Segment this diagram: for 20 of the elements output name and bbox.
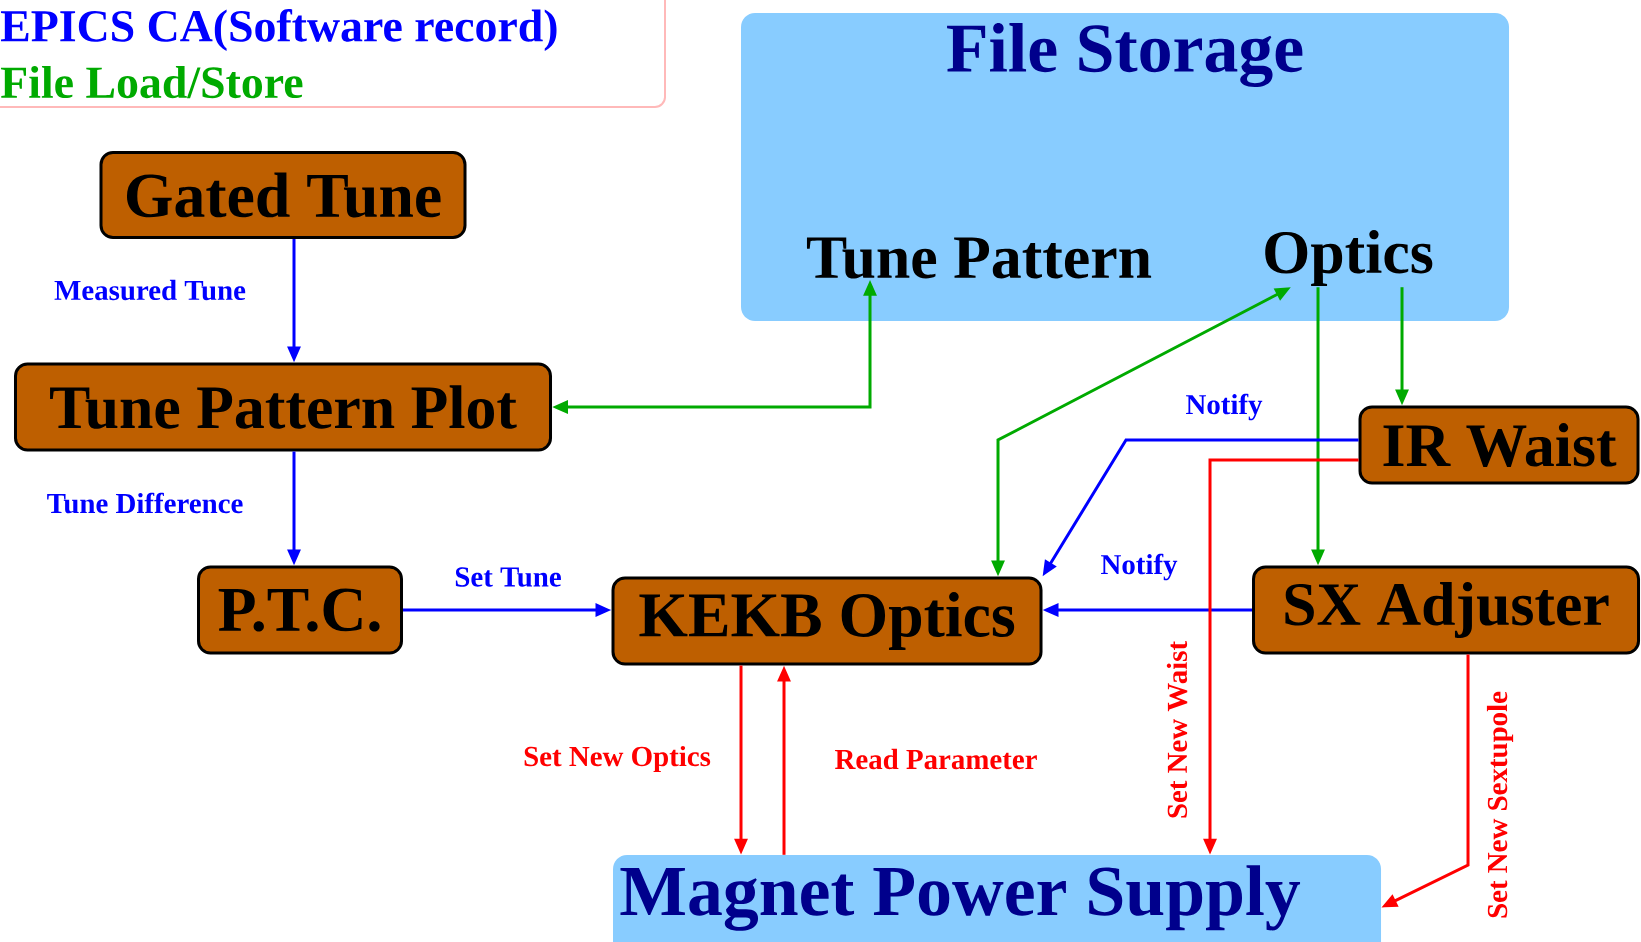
edge-label: Set New Waist xyxy=(1165,639,1189,821)
process-box: IR Waist xyxy=(1358,405,1640,485)
process-box: P.T.C. xyxy=(197,565,403,655)
edge-label: Read Parameter xyxy=(833,747,1039,771)
edge-label: Measured Tune xyxy=(53,278,247,302)
process-box: Gated Tune xyxy=(99,151,467,239)
edge-label: Notify xyxy=(1099,552,1179,582)
process-box: SX Adjuster xyxy=(1252,565,1640,655)
edge-label: Notify xyxy=(1184,392,1264,422)
process-box: KEKB Optics xyxy=(611,576,1043,666)
edge-label: Set New Sextupole xyxy=(1485,690,1515,920)
legend-entry: File Load/Store xyxy=(1,65,303,99)
panel-label: Optics xyxy=(1265,230,1433,286)
edge-label: Tune Difference xyxy=(45,491,245,515)
edge-label: Set New Optics xyxy=(522,744,712,774)
panel-label: Tune Pattern xyxy=(806,237,1152,279)
edge-label: Set Tune xyxy=(453,566,563,588)
panel: Magnet Power Supply xyxy=(613,855,1381,942)
legend-entry: EPICS CA(Software record) xyxy=(1,9,557,51)
process-box: Tune Pattern Plot xyxy=(14,362,552,452)
